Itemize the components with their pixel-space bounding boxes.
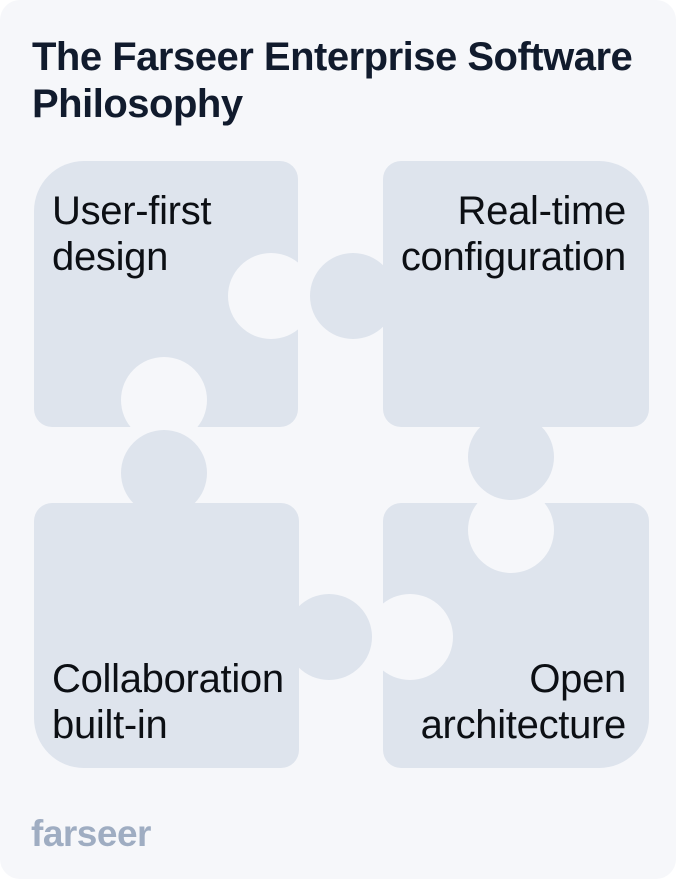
puzzle-piece-collaboration-built-in — [34, 503, 299, 768]
page-title: The Farseer Enterprise Software Philosop… — [32, 34, 652, 128]
piece-label-real-time-configuration: Real-time configuration — [401, 188, 626, 280]
page-title-line-1: The Farseer Enterprise Software — [32, 35, 633, 79]
puzzle-knob-top-right-left-edge — [310, 253, 396, 339]
piece-label-open-architecture: Open architecture — [420, 656, 627, 748]
piece-label-line: User-first — [52, 189, 212, 233]
puzzle-socket-top-left-bottom-edge — [121, 357, 207, 443]
piece-label-line: built-in — [52, 703, 168, 747]
puzzle-socket-top-left-right-edge — [228, 253, 314, 339]
puzzle-socket-bottom-right-left-edge — [367, 594, 453, 680]
piece-label-user-first-design: User-first design — [52, 188, 212, 280]
piece-label-line: Collaboration — [52, 657, 284, 701]
puzzle-socket-bottom-right-top-edge — [468, 487, 554, 573]
piece-label-line: configuration — [400, 235, 626, 279]
piece-label-line: Real-time — [457, 189, 627, 233]
farseer-logo: farseer — [31, 813, 151, 854]
piece-label-line: Open — [529, 657, 626, 701]
puzzle-knob-bottom-left-top-edge — [121, 430, 207, 516]
puzzle-knob-bottom-left-right-edge — [286, 594, 372, 680]
piece-label-collaboration-built-in: Collaboration built-in — [52, 656, 284, 748]
puzzle-knob-top-right-bottom-edge — [468, 414, 554, 500]
piece-label-line: architecture — [420, 703, 627, 747]
piece-label-line: design — [52, 235, 169, 279]
page-title-line-2: Philosophy — [32, 82, 243, 126]
puzzle-piece-real-time-configuration — [383, 161, 649, 427]
